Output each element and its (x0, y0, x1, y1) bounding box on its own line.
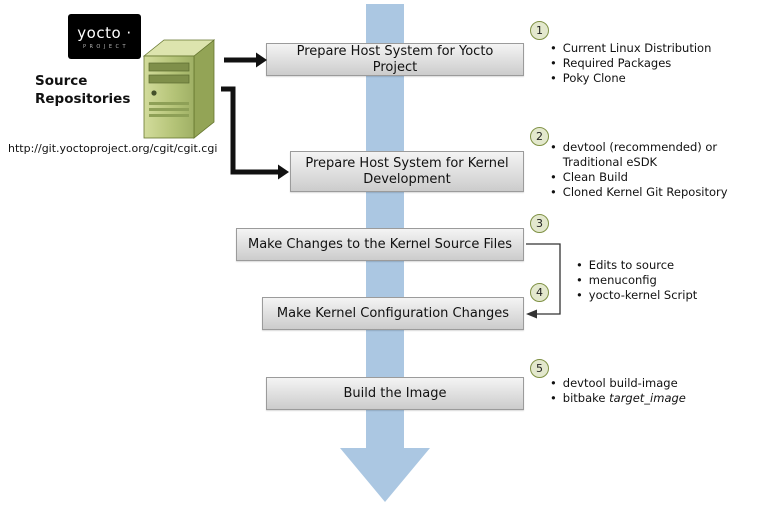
bullet-text: bitbake target_image (563, 391, 686, 406)
bullet-item: Current Linux Distribution (550, 41, 762, 56)
bullet-item: devtool build-image (550, 376, 762, 391)
bullet-text: Cloned Kernel Git Repository (562, 185, 728, 199)
step-box-prepare-host-kernel: Prepare Host System for Kernel Developme… (290, 151, 524, 192)
bullet-text: Clean Build (562, 170, 628, 184)
bullet-item: Required Packages (550, 56, 762, 71)
step-box-label: Build the Image (343, 385, 447, 401)
bullet-text: Required Packages (562, 56, 672, 70)
bullet-text: devtool (recommended) or Traditional eSD… (562, 140, 718, 169)
bullet-item: yocto-kernel Script (576, 288, 756, 303)
step-1-badge: 1 (530, 21, 549, 40)
bullet-item: Clean Build (550, 170, 738, 185)
step-2-badge: 2 (530, 127, 549, 146)
step-5-badge: 5 (530, 359, 549, 378)
source-repositories-line1: Source (35, 73, 88, 89)
bullet-item: Cloned Kernel Git Repository (550, 185, 738, 200)
step-box-label: Make Changes to the Kernel Source Files (248, 236, 512, 252)
source-repositories-line2: Repositories (35, 91, 131, 107)
step-box-label: Make Kernel Configuration Changes (276, 305, 510, 321)
step-box-prepare-host-yocto: Prepare Host System for Yocto Project (266, 43, 524, 76)
bullet-text: devtool build-image (562, 376, 678, 390)
step-box-make-source-changes: Make Changes to the Kernel Source Files (236, 228, 524, 261)
bullet-item: Poky Clone (550, 71, 762, 86)
bullet-text: Poky Clone (562, 71, 626, 85)
step-box-label: Prepare Host System for Yocto Project (296, 43, 494, 75)
bullet-text-italic: target_image (609, 391, 686, 405)
bullet-item: bitbake target_image (550, 391, 762, 406)
bullet-text: menuconfig (588, 273, 657, 287)
yocto-logo-title: yocto · (77, 23, 132, 42)
bullet-item: devtool (recommended) or Traditional eSD… (550, 140, 738, 170)
bullet-text: Current Linux Distribution (562, 41, 712, 55)
bullet-text-normal: bitbake (562, 391, 606, 405)
bullet-item: Edits to source (576, 258, 756, 273)
step-5-bullets: devtool build-image bitbake target_image (550, 376, 762, 406)
yocto-logo-subtitle: PROJECT (82, 43, 130, 50)
steps-3-4-shared-bullets: Edits to source menuconfig yocto-kernel … (576, 258, 756, 303)
bullet-item: menuconfig (576, 273, 756, 288)
bullet-text: yocto-kernel Script (588, 288, 698, 302)
source-repositories-label: Source Repositories (35, 72, 130, 108)
step-4-badge: 4 (530, 283, 549, 302)
step-3-badge: 3 (530, 214, 549, 233)
step-2-bullets: devtool (recommended) or Traditional eSD… (550, 140, 738, 200)
yocto-logo: yocto · PROJECT (68, 14, 141, 59)
bullet-text: Edits to source (588, 258, 675, 272)
repo-url: http://git.yoctoproject.org/cgit/cgit.cg… (8, 142, 218, 155)
server-icon (142, 39, 216, 139)
step-box-make-config-changes: Make Kernel Configuration Changes (262, 297, 524, 330)
step-box-build-image: Build the Image (266, 377, 524, 410)
step-1-bullets: Current Linux Distribution Required Pack… (550, 41, 762, 86)
step-box-label: Prepare Host System for Kernel Developme… (305, 155, 509, 187)
